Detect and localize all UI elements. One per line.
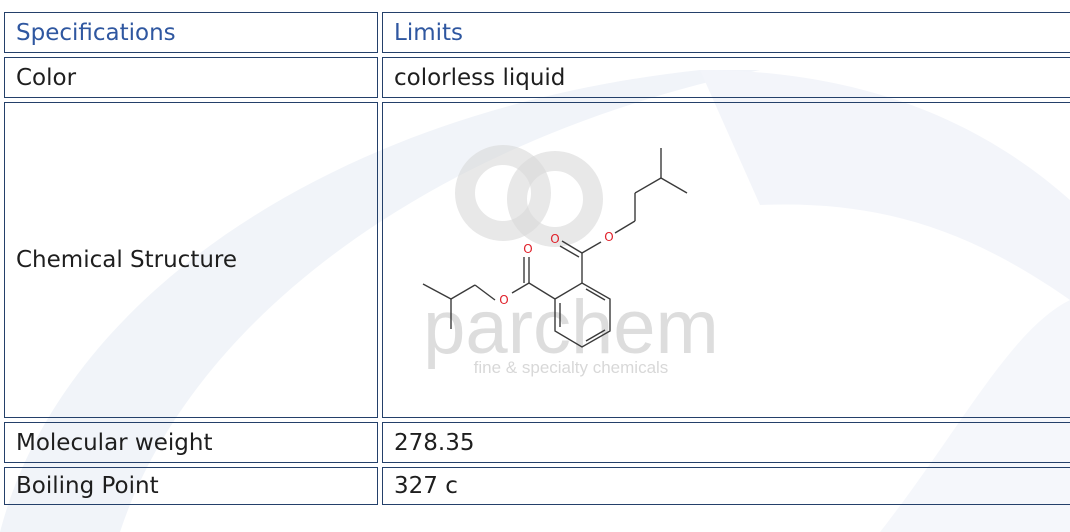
watermark: parchem fine & specialty chemicals — [423, 145, 719, 377]
table-row: Chemical Structure parchem fine & specia… — [4, 102, 1070, 418]
structure-cell: parchem fine & specialty chemicals — [382, 102, 1070, 418]
spec-value: colorless liquid — [382, 57, 1070, 98]
chemical-structure-drawing: parchem fine & specialty chemicals — [422, 145, 719, 377]
spec-value: 278.35 — [382, 422, 1070, 463]
watermark-tagline: fine & specialty chemicals — [474, 358, 669, 377]
table-row: Color colorless liquid — [4, 57, 1070, 98]
chemical-structure: parchem fine & specialty chemicals — [383, 103, 1043, 417]
spec-value: 327 c — [382, 467, 1070, 505]
atom-label: O — [550, 232, 559, 246]
header-limits: Limits — [382, 12, 1070, 53]
spec-label: Color — [4, 57, 378, 98]
spec-label: Chemical Structure — [4, 102, 378, 418]
molecule-bonds — [422, 148, 688, 348]
spec-label: Molecular weight — [4, 422, 378, 463]
specifications-table: Specifications Limits Color colorless li… — [0, 8, 1070, 509]
oxygen-atoms: O O O O — [499, 230, 613, 307]
atom-label: O — [604, 230, 613, 244]
header-specifications: Specifications — [4, 12, 378, 53]
watermark-brand: parchem — [423, 285, 719, 370]
spec-label: Boiling Point — [4, 467, 378, 505]
table-row: Molecular weight 278.35 — [4, 422, 1070, 463]
atom-label: O — [499, 293, 508, 307]
atom-label: O — [523, 242, 532, 256]
table-header-row: Specifications Limits — [4, 12, 1070, 53]
table-row: Boiling Point 327 c — [4, 467, 1070, 505]
